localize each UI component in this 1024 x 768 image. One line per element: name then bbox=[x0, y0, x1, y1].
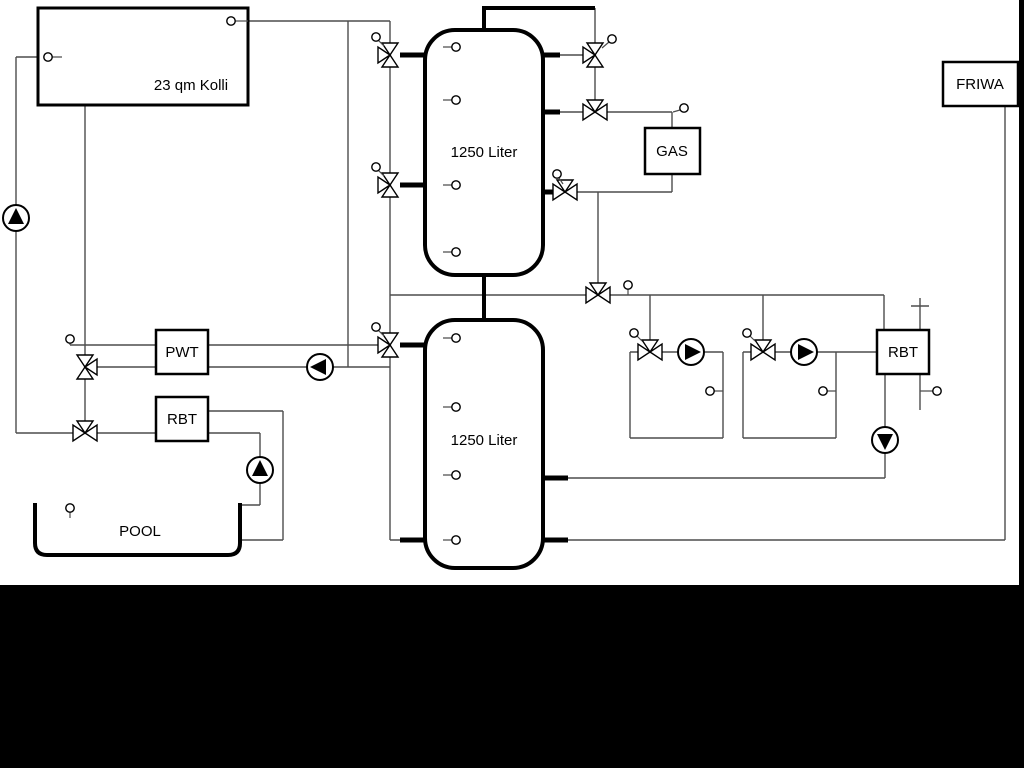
rbt-return-pump bbox=[871, 426, 899, 454]
temp-sensor-icon bbox=[451, 180, 461, 190]
temp-sensor-icon bbox=[451, 95, 461, 105]
three-way-valve-gas-return bbox=[552, 179, 578, 201]
pipe-network-valve-column bbox=[389, 21, 400, 541]
three-way-valve-tank-low bbox=[377, 332, 399, 358]
temp-sensor-icon bbox=[65, 503, 75, 513]
three-way-valve-tank-top bbox=[377, 42, 399, 68]
upper-tank-label: 1250 Liter bbox=[451, 144, 518, 161]
pool-basin: POOL bbox=[33, 503, 242, 557]
temp-sensor-icon bbox=[451, 247, 461, 257]
temp-sensor-icon bbox=[371, 322, 381, 332]
temp-sensor-icon bbox=[371, 32, 381, 42]
friwa-station-box: FRIWA bbox=[941, 60, 1020, 108]
temp-sensor-icon bbox=[629, 328, 639, 338]
bottom-black-band bbox=[0, 585, 1024, 768]
gas-label: GAS bbox=[656, 143, 688, 160]
pwt-label: PWT bbox=[165, 344, 198, 361]
temp-sensor-icon bbox=[705, 386, 715, 396]
temp-sensor-icon bbox=[226, 16, 236, 26]
temp-sensor-icon bbox=[818, 386, 828, 396]
rbt-right-label: RBT bbox=[888, 344, 918, 361]
temp-sensor-icon bbox=[451, 535, 461, 545]
three-way-valve-tank-mid bbox=[377, 172, 399, 198]
buffer-tank-upper: 1250 Liter bbox=[423, 28, 545, 277]
circuit-pump-1 bbox=[677, 338, 705, 366]
three-way-valve-gas-supply bbox=[582, 99, 608, 121]
temp-sensor-icon bbox=[932, 386, 942, 396]
heating-rod-icon bbox=[911, 298, 929, 410]
sensor-stems bbox=[52, 20, 933, 541]
pipe-network-thick bbox=[400, 6, 595, 543]
friwa-label: FRIWA bbox=[956, 76, 1004, 93]
pwt-pump bbox=[306, 353, 334, 381]
three-way-valve-distribution bbox=[585, 282, 611, 304]
rbt-left-label: RBT bbox=[167, 411, 197, 428]
temp-sensor-icon bbox=[43, 52, 53, 62]
three-way-valve-header bbox=[582, 42, 604, 68]
three-way-valve-circuit-1 bbox=[637, 339, 663, 361]
circuit-pump-2 bbox=[790, 338, 818, 366]
three-way-valve-pwt bbox=[76, 354, 98, 380]
rbt-box-left: RBT bbox=[154, 395, 210, 443]
buffer-tank-lower: 1250 Liter bbox=[423, 318, 545, 570]
solar-collector-box: 23 qm Kolli bbox=[36, 6, 250, 107]
pool-label: POOL bbox=[119, 523, 161, 540]
temp-sensor-icon bbox=[451, 470, 461, 480]
rbt-box-right: RBT bbox=[875, 328, 931, 376]
temp-sensor-icon bbox=[679, 103, 689, 113]
temp-sensor-icon bbox=[451, 402, 461, 412]
temp-sensor-icon bbox=[623, 280, 633, 290]
three-way-valve-rbt-left bbox=[72, 420, 98, 442]
temp-sensor-icon bbox=[451, 42, 461, 52]
three-way-valve-circuit-2 bbox=[750, 339, 776, 361]
gas-boiler-box: GAS bbox=[643, 126, 702, 176]
temp-sensor-icon bbox=[371, 162, 381, 172]
pool-pump bbox=[246, 456, 274, 484]
temp-sensor-icon bbox=[552, 169, 562, 179]
temp-sensor-icon bbox=[742, 328, 752, 338]
solar-pump bbox=[2, 204, 30, 232]
lower-tank-label: 1250 Liter bbox=[451, 432, 518, 449]
temp-sensor-icon bbox=[607, 34, 617, 44]
collector-label: 23 qm Kolli bbox=[154, 77, 228, 94]
heating-schematic: 23 qm Kolli 1250 Liter 1250 Liter PWT RB… bbox=[2, 6, 1020, 570]
temp-sensor-icon bbox=[65, 334, 75, 344]
temp-sensor-icon bbox=[451, 333, 461, 343]
right-black-band bbox=[1019, 0, 1024, 585]
pwt-heat-exchanger-box: PWT bbox=[154, 328, 210, 376]
